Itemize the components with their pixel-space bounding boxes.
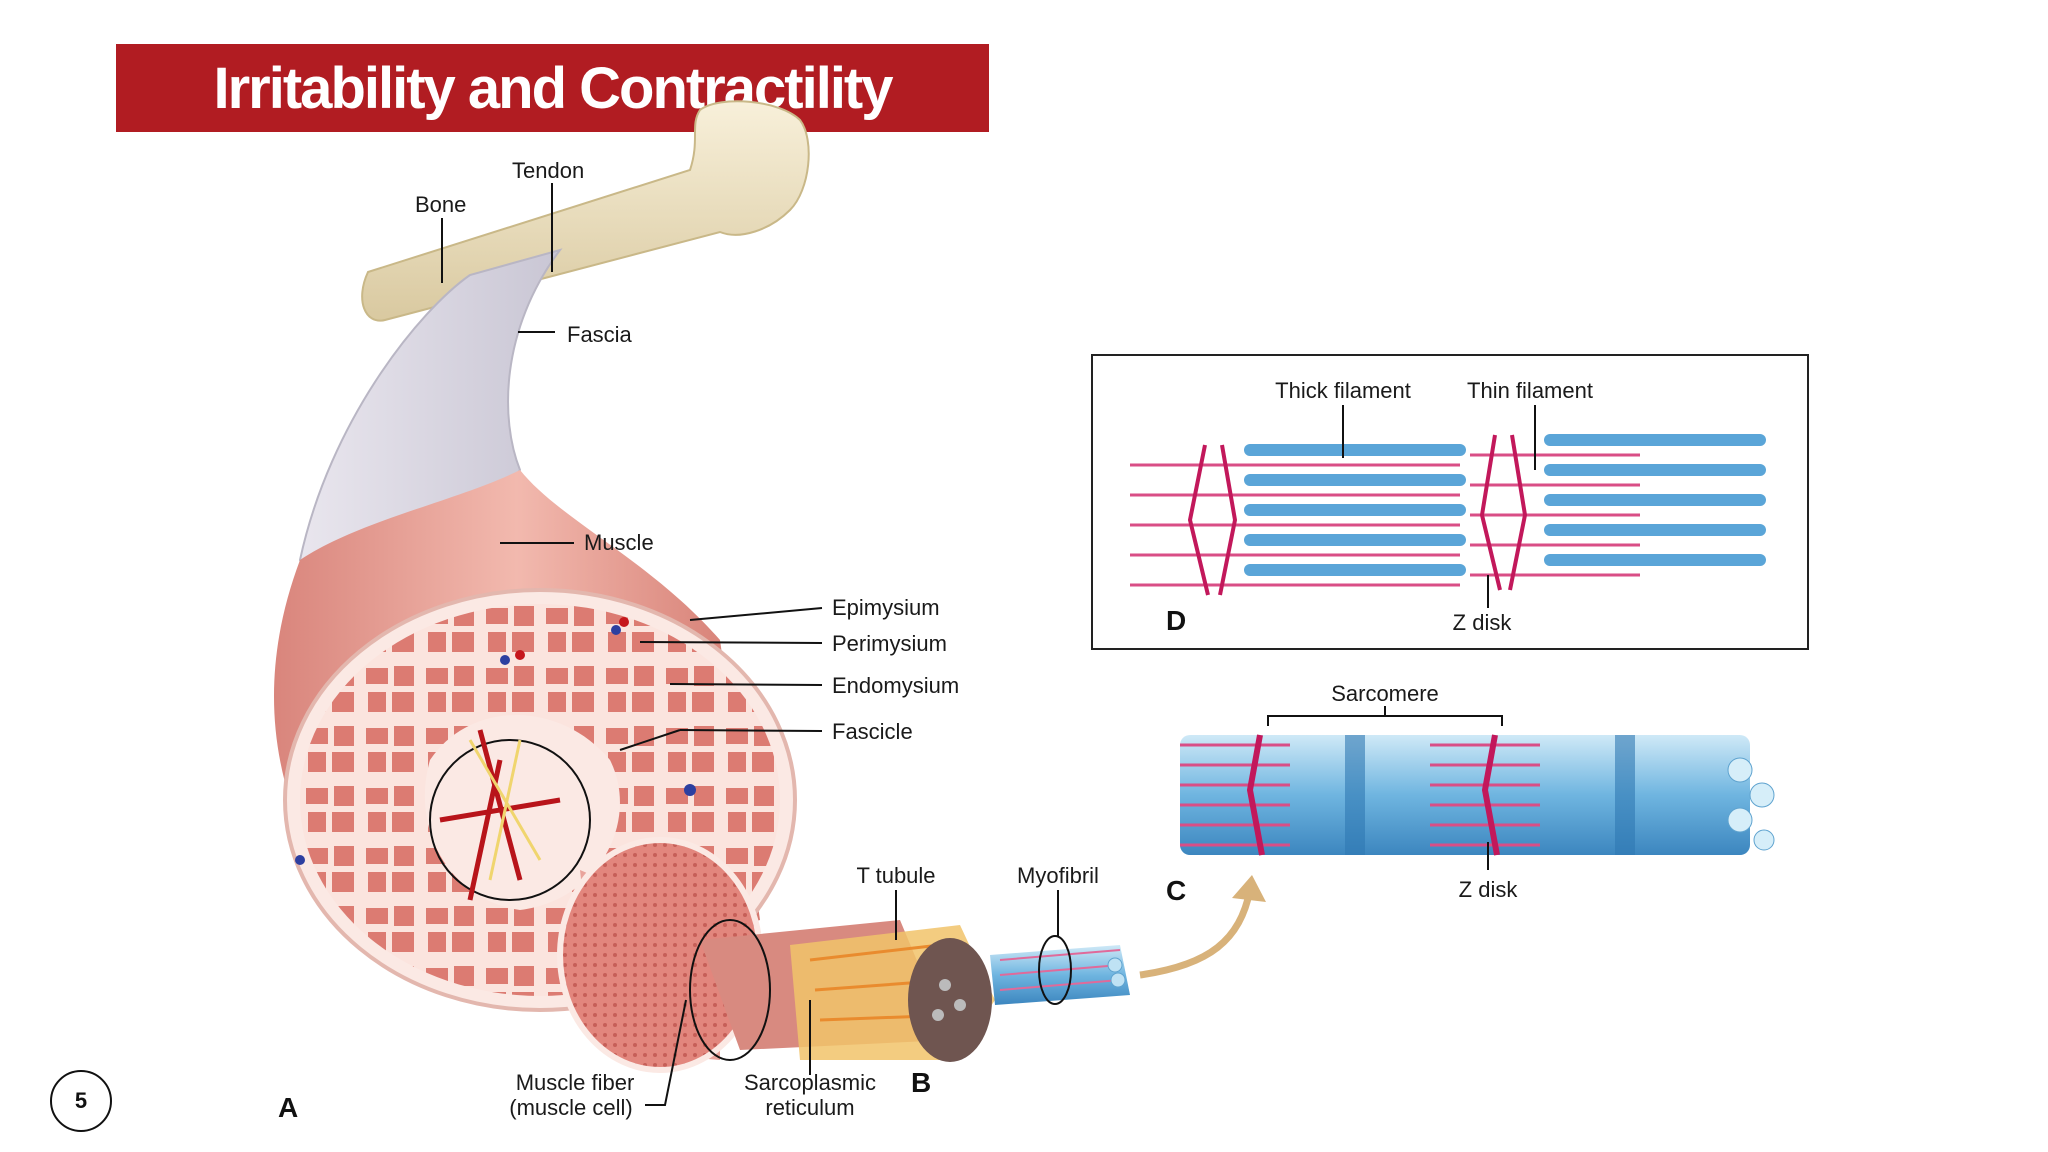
fascicle-section: [557, 837, 763, 1073]
label-sarcomere: Sarcomere: [1331, 681, 1439, 706]
label-fascia: Fascia: [567, 322, 633, 347]
leader-lines: [441, 183, 1536, 1106]
panel-label-c: C: [1166, 875, 1186, 906]
bone-illustration: [361, 100, 810, 322]
title-banner: Irritability and Contractility: [116, 44, 989, 132]
panel-label-a: A: [278, 1092, 298, 1123]
label-reticulum: reticulum: [765, 1095, 854, 1120]
myofibril-panel-c: [1180, 734, 1775, 856]
filament-panel-d: [1091, 354, 1809, 650]
label-tendon: Tendon: [512, 158, 584, 183]
label-thick-filament: Thick filament: [1275, 378, 1411, 403]
label-perimysium: Perimysium: [832, 631, 947, 656]
label-t-tubule: T tubule: [856, 863, 935, 888]
panel-label-b: B: [911, 1067, 931, 1098]
label-fascicle: Fascicle: [832, 719, 913, 744]
label-myofibril: Myofibril: [1017, 863, 1099, 888]
arrow-head: [1232, 875, 1266, 902]
myofibril-bundle: [990, 935, 1130, 1005]
panel-label-d: D: [1166, 605, 1186, 636]
label-thin-filament: Thin filament: [1467, 378, 1593, 403]
label-z-disk-d: Z disk: [1453, 610, 1513, 635]
label-endomysium: Endomysium: [832, 673, 959, 698]
label-muscle-cell: (muscle cell): [509, 1095, 632, 1120]
label-z-disk-c: Z disk: [1459, 877, 1519, 902]
page-number-badge: 5: [50, 1070, 112, 1132]
muscle-fiber-section: [689, 919, 995, 1062]
label-sarcoplasmic: Sarcoplasmic: [744, 1070, 876, 1095]
label-muscle: Muscle: [584, 530, 654, 555]
label-bone: Bone: [415, 192, 466, 217]
label-muscle-fiber: Muscle fiber: [516, 1070, 635, 1095]
zoom-arrow: [1139, 889, 1254, 979]
label-epimysium: Epimysium: [832, 595, 940, 620]
